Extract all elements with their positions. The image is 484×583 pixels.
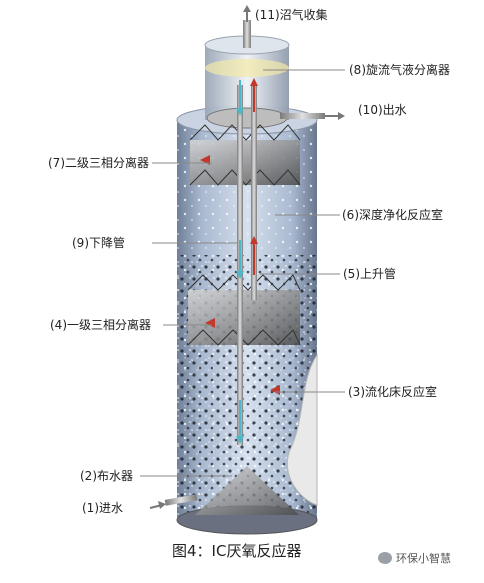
label-fluidized-bed: (3)流化床反应室: [348, 385, 437, 399]
label-deep-purification: (6)深度净化反应室: [342, 208, 443, 222]
figure-caption: 图4：IC厌氧反应器: [172, 542, 302, 560]
flow-arrows: [200, 78, 280, 444]
label-cyclone-separator: (8)旋流气液分离器: [349, 63, 450, 77]
watermark-text: 环保小智慧: [396, 552, 451, 565]
effluent-arrow: [325, 112, 345, 120]
label-biogas-collection: (11)沼气收集: [255, 8, 328, 22]
leader-lines: [140, 69, 345, 477]
label-riser: (5)上升管: [343, 267, 396, 281]
wechat-icon: [378, 552, 392, 564]
label-downcomer: (9)下降管: [72, 236, 125, 250]
effluent-pipe: [280, 113, 325, 119]
biogas-outlet-arrow: [243, 5, 251, 22]
label-water-distributor: (2)布水器: [80, 469, 133, 483]
second-stage-separator-blades: [189, 107, 301, 186]
influent-arrow: [149, 501, 166, 509]
influent-pipe: [164, 494, 198, 506]
first-stage-separator-blades: [187, 274, 301, 346]
riser-pipe: [251, 85, 257, 300]
label-first-separator: (4)一级三相分离器: [50, 318, 151, 332]
label-effluent: (10)出水: [358, 103, 407, 117]
label-influent: (1)进水: [82, 501, 123, 515]
watermark: 环保小智慧: [378, 550, 451, 566]
label-second-separator: (7)二级三相分离器: [48, 156, 149, 170]
